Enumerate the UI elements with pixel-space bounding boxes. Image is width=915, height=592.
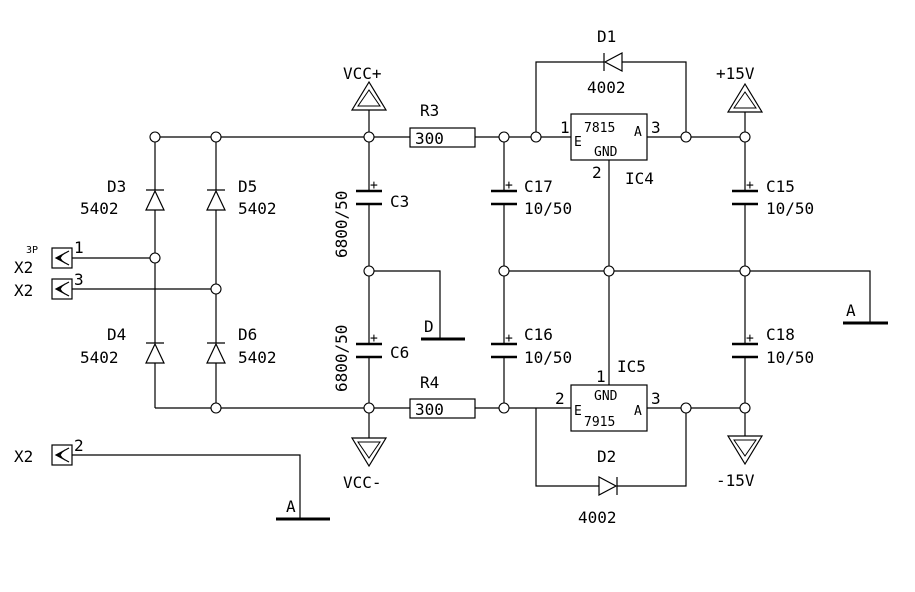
label-c6: C6 bbox=[390, 343, 409, 362]
vcc-minus-symbol bbox=[350, 437, 388, 468]
value-c18: 10/50 bbox=[766, 348, 814, 367]
capacitor-c16 bbox=[491, 342, 517, 359]
ic5-chip-label: 7915 bbox=[584, 415, 615, 430]
capacitor-c15 bbox=[732, 189, 758, 206]
ic5-pin3-number: 3 bbox=[651, 389, 661, 408]
plus15v-symbol bbox=[726, 82, 764, 113]
x2-label-pin2: X2 bbox=[14, 447, 33, 466]
value-d6: 5402 bbox=[238, 348, 277, 367]
x2-label-pin3: X2 bbox=[14, 281, 33, 300]
ic4-chip-label: 7815 bbox=[584, 121, 615, 136]
ic5-pin-e: E bbox=[574, 404, 582, 419]
label-ic5: IC5 bbox=[617, 357, 646, 376]
plus-mark-c18: + bbox=[746, 331, 754, 346]
label-d2: D2 bbox=[597, 447, 616, 466]
label-c18: C18 bbox=[766, 325, 795, 344]
ic4-pin1-number: 1 bbox=[560, 118, 570, 137]
ic5-pin1-number: 1 bbox=[596, 367, 606, 386]
ic5-pin-a: A bbox=[634, 404, 642, 419]
junction-nodes bbox=[149, 131, 751, 414]
diode-d5 bbox=[206, 189, 226, 211]
ic4-pin-e: E bbox=[574, 135, 582, 150]
label-plus15v: +15V bbox=[716, 64, 755, 83]
capacitor-c17 bbox=[491, 189, 517, 206]
label-r4: R4 bbox=[420, 373, 439, 392]
label-d5: D5 bbox=[238, 177, 257, 196]
label-r3: R3 bbox=[420, 101, 439, 120]
net-label-a-right: A bbox=[846, 301, 856, 320]
ic5-regulator-7915 bbox=[570, 384, 648, 432]
diode-d3 bbox=[145, 189, 165, 211]
capacitor-c18 bbox=[732, 342, 758, 359]
value-c3: 6800/50 bbox=[332, 191, 351, 258]
value-r3: 300 bbox=[415, 129, 444, 148]
label-c16: C16 bbox=[524, 325, 553, 344]
label-d1: D1 bbox=[597, 27, 616, 46]
label-c3: C3 bbox=[390, 192, 409, 211]
connector-x2-pin2 bbox=[51, 444, 73, 466]
label-d6: D6 bbox=[238, 325, 257, 344]
value-d4: 5402 bbox=[80, 348, 119, 367]
net-label-a-bottom: A bbox=[286, 497, 296, 516]
net-label-d: D bbox=[424, 317, 434, 336]
label-minus15v: -15V bbox=[716, 471, 755, 490]
value-d1: 4002 bbox=[587, 78, 626, 97]
value-c17: 10/50 bbox=[524, 199, 572, 218]
ic5-pin-gnd: GND bbox=[594, 389, 618, 404]
diode-d2 bbox=[598, 476, 618, 496]
connector-x2-pin1 bbox=[51, 247, 73, 269]
plus-mark-c3: + bbox=[370, 178, 378, 193]
capacitor-c6 bbox=[356, 342, 382, 359]
ic4-pin2-number: 2 bbox=[592, 163, 602, 182]
resistor-r4 bbox=[409, 398, 476, 419]
label-vcc-plus: VCC+ bbox=[343, 64, 382, 83]
label-d3: D3 bbox=[107, 177, 126, 196]
x2-pin3-number: 3 bbox=[74, 270, 84, 289]
value-d5: 5402 bbox=[238, 199, 277, 218]
connector-x2-pin3 bbox=[51, 278, 73, 300]
ic5-pin2-number: 2 bbox=[555, 389, 565, 408]
ic4-pin3-number: 3 bbox=[651, 118, 661, 137]
plus-mark-c15: + bbox=[746, 178, 754, 193]
ic4-regulator-7815 bbox=[570, 113, 648, 161]
resistor-r3 bbox=[409, 127, 476, 148]
value-d2: 4002 bbox=[578, 508, 617, 527]
value-d3: 5402 bbox=[80, 199, 119, 218]
ic4-pin-gnd: GND bbox=[594, 145, 618, 160]
label-c17: C17 bbox=[524, 177, 553, 196]
value-c16: 10/50 bbox=[524, 348, 572, 367]
vcc-plus-symbol bbox=[350, 80, 388, 111]
value-r4: 300 bbox=[415, 400, 444, 419]
x2-label-pin1: X2 bbox=[14, 258, 33, 277]
label-vcc-minus: VCC- bbox=[343, 473, 382, 492]
x2-pin1-number: 1 bbox=[74, 238, 84, 257]
value-c6: 6800/50 bbox=[332, 325, 351, 392]
diode-d1 bbox=[603, 52, 623, 72]
x2-pin2-number: 2 bbox=[74, 436, 84, 455]
capacitor-c3 bbox=[356, 189, 382, 206]
plus-mark-c17: + bbox=[505, 178, 513, 193]
plus-mark-c16: + bbox=[505, 331, 513, 346]
diode-d4 bbox=[145, 342, 165, 364]
label-d4: D4 bbox=[107, 325, 126, 344]
label-c15: C15 bbox=[766, 177, 795, 196]
minus15v-symbol bbox=[726, 435, 764, 466]
label-ic4: IC4 bbox=[625, 169, 654, 188]
value-c15: 10/50 bbox=[766, 199, 814, 218]
diode-d6 bbox=[206, 342, 226, 364]
plus-mark-c6: + bbox=[370, 331, 378, 346]
x2-type-label: 3P bbox=[26, 245, 38, 256]
ic4-pin-a: A bbox=[634, 125, 642, 140]
